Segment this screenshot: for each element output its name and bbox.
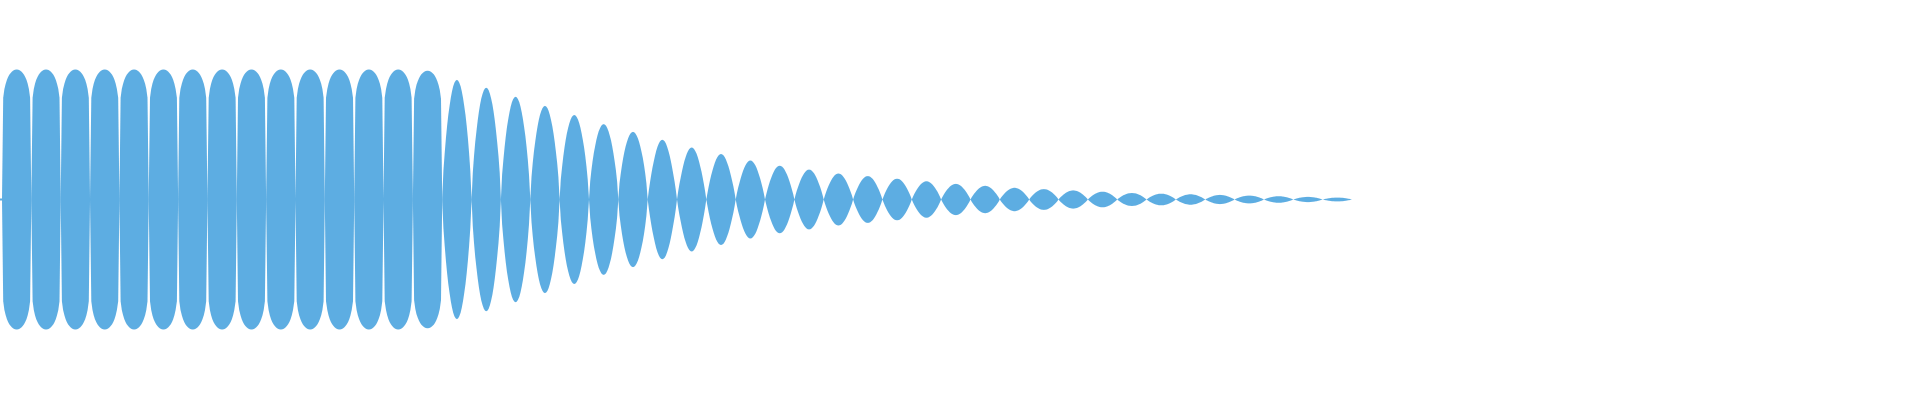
waveform-lobe: [1146, 193, 1176, 206]
waveform-lobe: [823, 173, 854, 226]
waveform-lobe: [207, 69, 237, 330]
waveform-lobe: [647, 139, 677, 260]
waveform-lobe: [941, 183, 971, 216]
waveform-lobe: [295, 69, 325, 330]
waveform-lobe: [236, 69, 267, 330]
waveform-lobe: [354, 69, 384, 330]
waveform-lobe: [119, 69, 149, 330]
waveform-lobe: [677, 147, 707, 252]
waveform-lobe: [1322, 197, 1352, 202]
waveform-lobe: [735, 160, 765, 239]
waveform-lobe: [1058, 190, 1088, 209]
waveform-lobe: [442, 79, 472, 320]
waveform-lobe: [60, 69, 90, 330]
waveform-lobe: [412, 70, 443, 329]
waveform-lobe: [589, 124, 619, 275]
waveform-lobe: [618, 131, 648, 268]
waveform-lobe: [90, 69, 120, 330]
waveform-lobe: [559, 115, 589, 284]
waveform-lobe: [853, 176, 883, 223]
waveform-lobe: [1234, 195, 1264, 204]
waveform-lobe: [500, 96, 531, 303]
waveform-lobe: [2, 69, 32, 330]
waveform-lobe: [266, 69, 296, 330]
waveform-lobe: [178, 69, 208, 330]
waveform-lobe: [794, 169, 824, 230]
waveform-lobe: [31, 69, 61, 330]
waveform-lobe: [1205, 194, 1235, 205]
waveform-lobe: [1117, 193, 1147, 206]
waveform-lobes: [2, 69, 1352, 330]
waveform-lobe: [970, 185, 1000, 214]
waveform-lobe: [765, 165, 795, 234]
waveform-lobe: [471, 87, 501, 312]
waveform-lobe: [1293, 196, 1323, 203]
waveform-lobe: [530, 105, 560, 294]
waveform-lobe: [999, 187, 1030, 212]
waveform-lobe: [1029, 189, 1059, 210]
waveform-lobe: [1087, 191, 1118, 208]
waveform-lobe: [706, 154, 736, 245]
waveform-lobe: [1175, 194, 1206, 205]
waveform-lobe: [324, 69, 355, 330]
waveform-lobe: [911, 181, 942, 218]
waveform-lobe: [148, 69, 179, 330]
waveform-lobe: [1264, 196, 1294, 203]
waveform-lobe: [882, 178, 912, 221]
waveform-lobe: [383, 69, 413, 330]
